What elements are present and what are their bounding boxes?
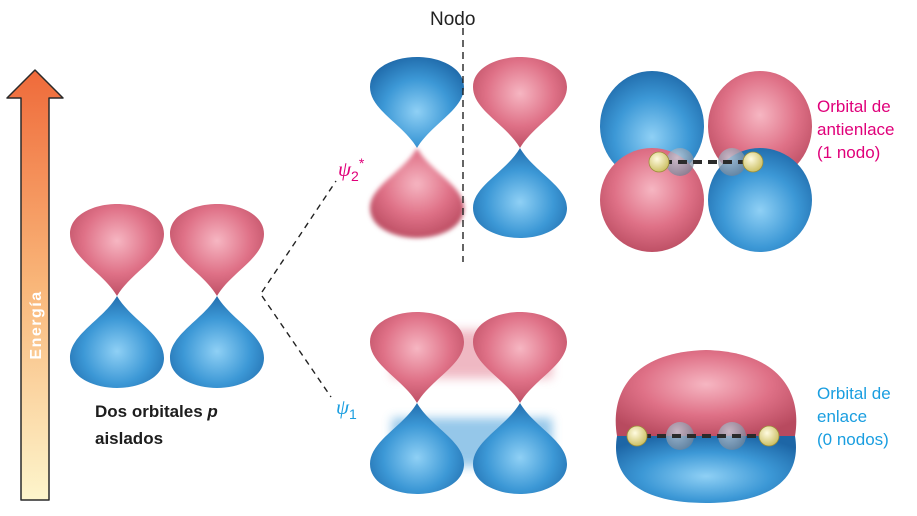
psi2-star: * <box>358 155 365 171</box>
isolated-p-orbital-2 <box>170 204 264 388</box>
antibonding-p-pair <box>370 57 567 238</box>
energy-arrow <box>6 69 64 501</box>
correlation-line-antibonding <box>261 180 337 293</box>
psi2-subscript: 2 <box>351 168 359 185</box>
psi1-symbol: ψ <box>336 395 350 419</box>
isolated-orbitals-caption: Dos orbitales p aislados <box>95 398 218 452</box>
antibonding-caption-line3: (1 nodo) <box>817 142 881 162</box>
isolated-p-orbital-1 <box>70 204 164 388</box>
psi1-label: ψ1 <box>336 395 357 422</box>
bonding-caption-line1: Orbital de <box>817 384 891 403</box>
bonding-p-pair <box>370 312 567 494</box>
antibonding-caption-line2: antienlace <box>817 119 895 139</box>
antibonding-orbital-caption: Orbital de antienlace (1 nodo) <box>817 96 895 165</box>
node-label: Nodo <box>430 9 476 30</box>
energy-axis-label: Energía <box>22 260 52 390</box>
isolated-caption-p: p <box>207 402 218 421</box>
isolated-caption-line1: Dos orbitales <box>95 402 208 421</box>
psi1-subscript: 1 <box>349 406 357 423</box>
psi2-symbol: ψ <box>338 157 352 181</box>
psi2-star-label: ψ2* <box>338 155 364 184</box>
isolated-caption-line2: aislados <box>95 429 164 449</box>
correlation-line-bonding <box>261 295 332 398</box>
bonding-caption-line3: (0 nodos) <box>817 429 889 449</box>
energy-label-text: Energía <box>28 290 45 360</box>
antibonding-caption-line1: Orbital de <box>817 97 891 116</box>
bonding-orbital-caption: Orbital de enlace (0 nodos) <box>817 383 891 452</box>
bonding-caption-line2: enlace <box>817 406 868 426</box>
antibonding-orbital-render <box>600 71 812 252</box>
bonding-orbital-render <box>615 350 797 503</box>
